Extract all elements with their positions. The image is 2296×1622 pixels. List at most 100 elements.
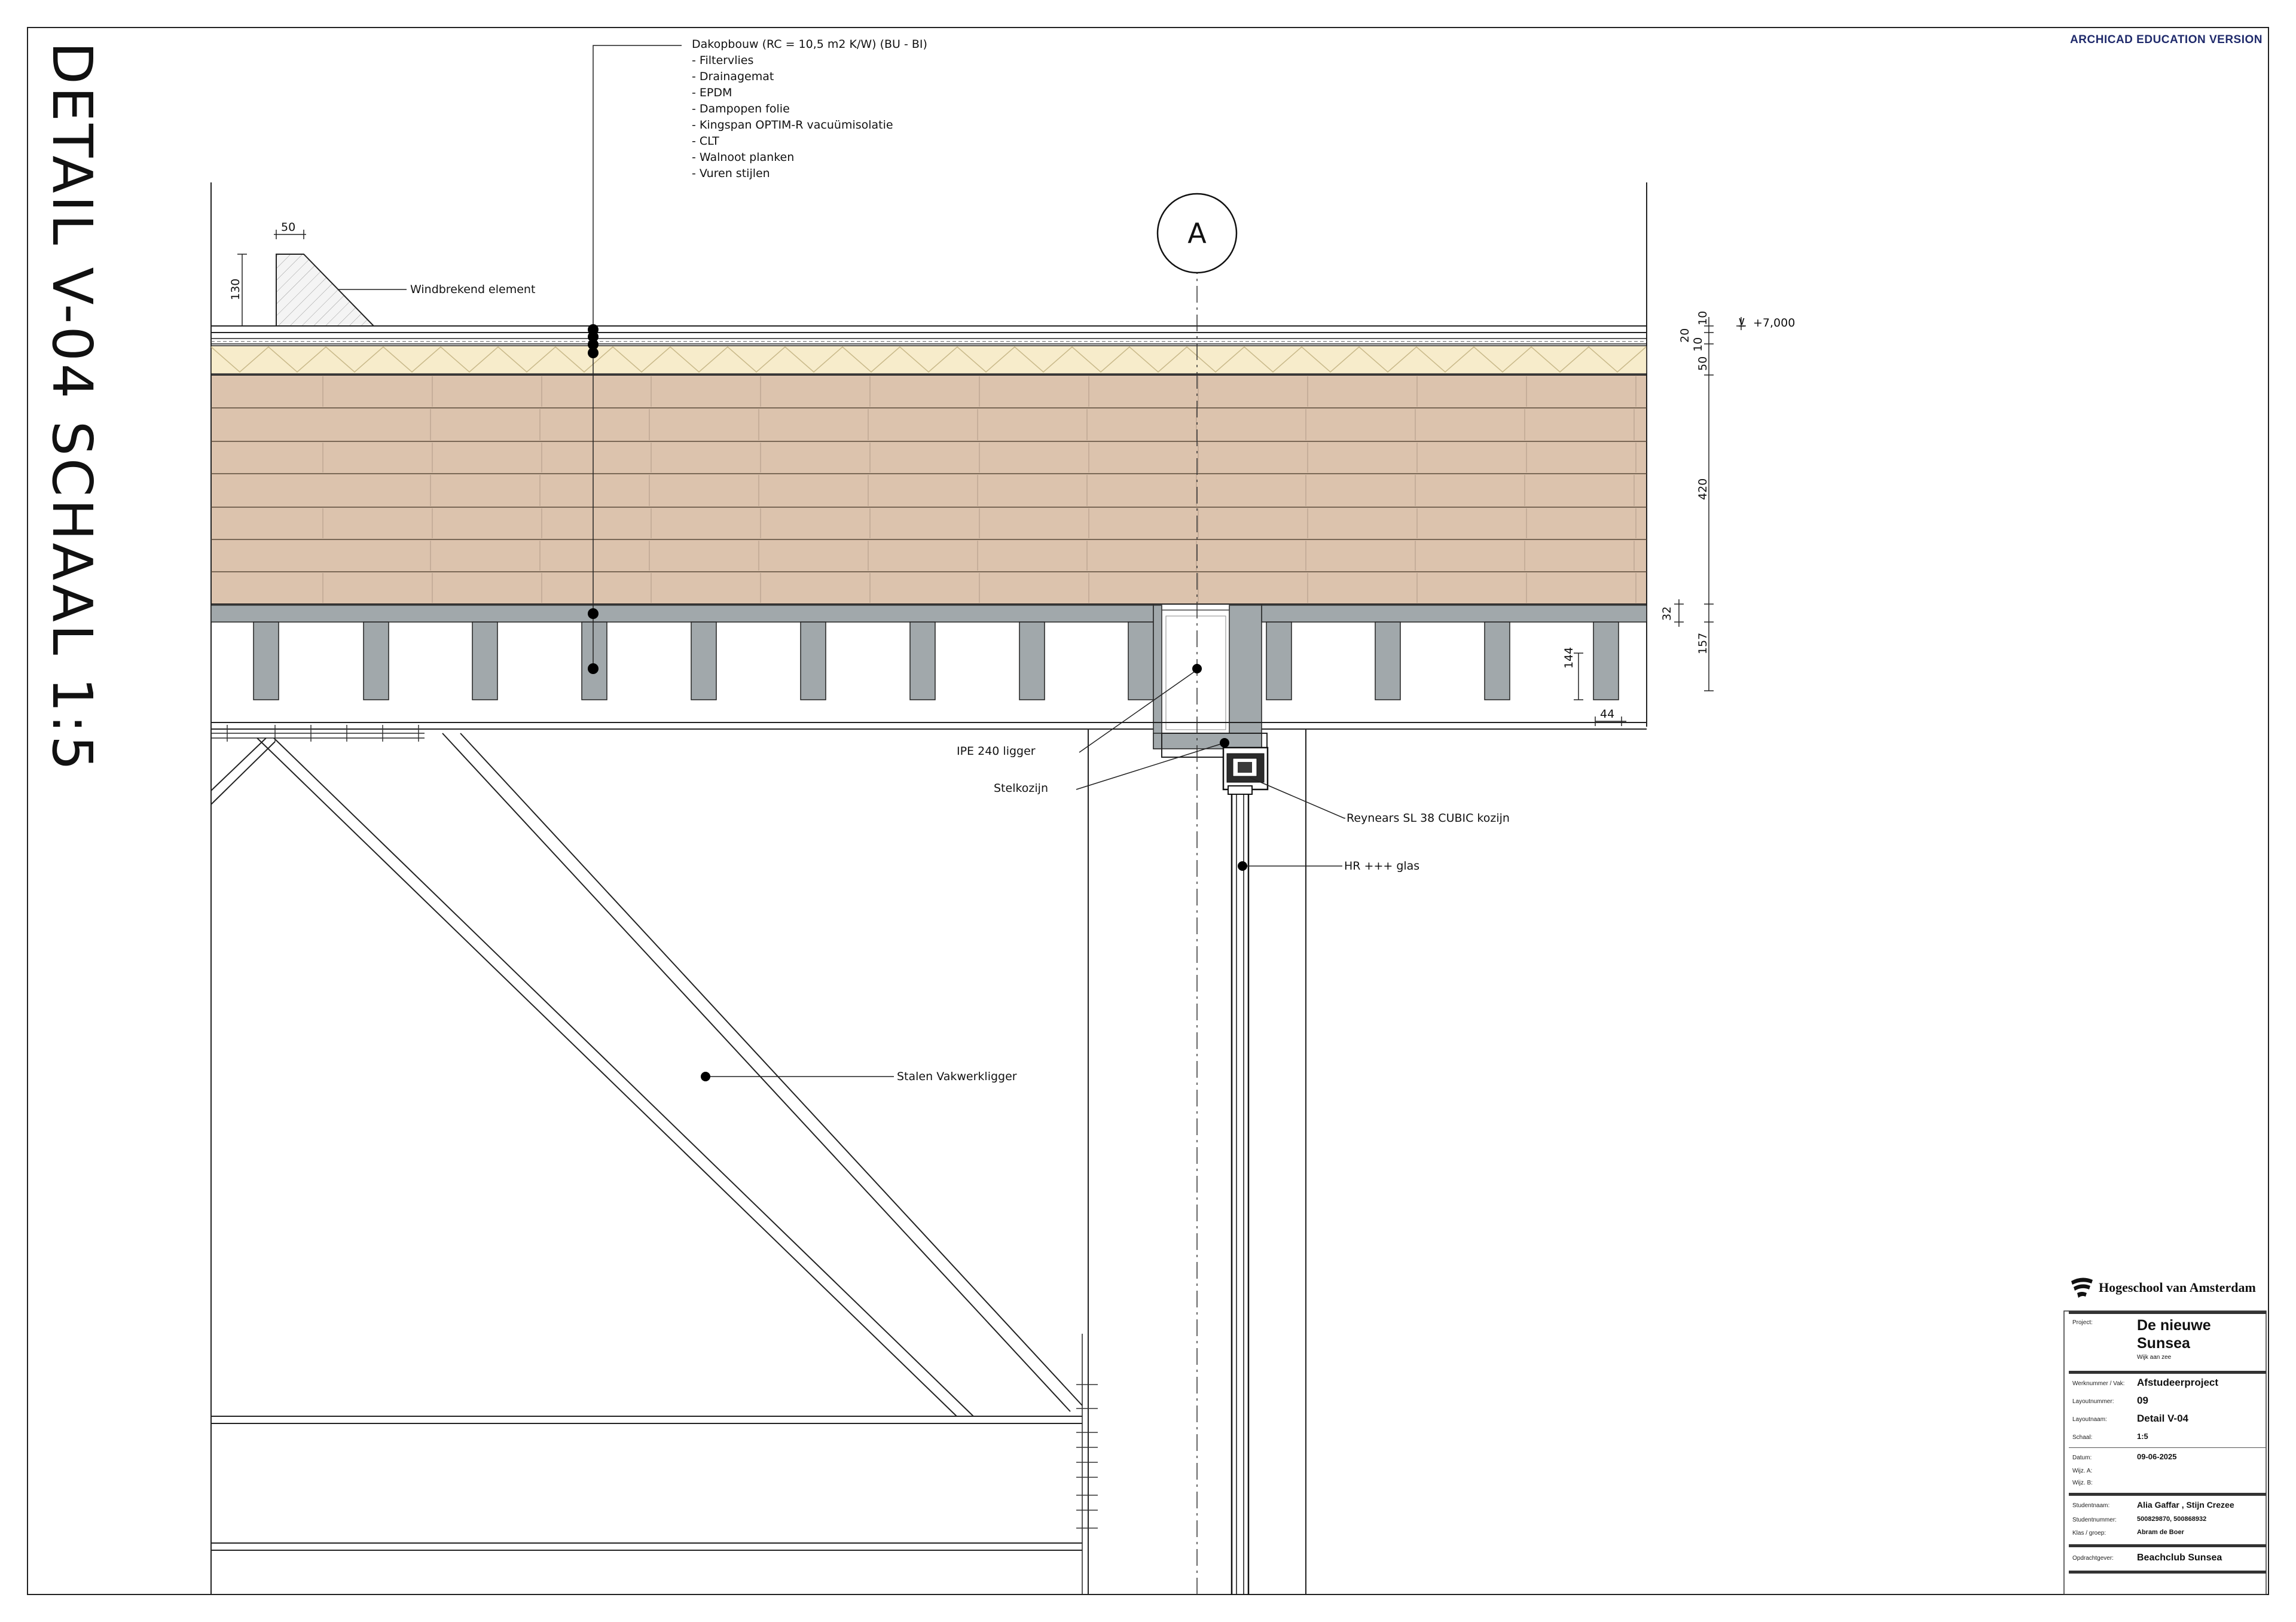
layoutnummer-label: Layoutnummer: xyxy=(2072,1398,2114,1405)
sheet-title-text: DETAIL V-04 SCHAAL 1:5 xyxy=(40,42,104,773)
dim-157: 157 xyxy=(1696,633,1709,654)
tb-row-schaal: Schaal: 1:5 xyxy=(2069,1431,2266,1449)
layoutnaam-value: Detail V-04 xyxy=(2137,1413,2188,1424)
class-label: Klas / groep: xyxy=(2072,1530,2106,1536)
rev-a-label: Wijz. A: xyxy=(2072,1468,2093,1474)
roof-layer-kingspan: - Kingspan OPTIM-R vacuümisolatie xyxy=(692,118,893,132)
institution-logo: Hogeschool van Amsterdam xyxy=(2069,1272,2266,1307)
roof-layer-filtervlies: - Filtervlies xyxy=(692,54,753,67)
student-value: Alia Gaffar , Stijn Crezee xyxy=(2137,1500,2234,1510)
tb-rule-bottom xyxy=(2069,1571,2266,1574)
stud-1 xyxy=(253,621,279,700)
tb-row-rev-a: Wijz. A: xyxy=(2069,1465,2266,1477)
werknummer-value: Afstudeerproject xyxy=(2137,1377,2219,1388)
stud-12 xyxy=(1484,621,1510,700)
roof-layer-walnoot: - Walnoot planken xyxy=(692,151,794,164)
roof-layer-vuren: - Vuren stijlen xyxy=(692,167,770,180)
tb-rule-client xyxy=(2069,1544,2266,1547)
rev-b-label: Wijz. B: xyxy=(2072,1480,2093,1486)
roof-layer-dampopen-folie: - Dampopen folie xyxy=(692,102,790,115)
number-label: Studentnummer: xyxy=(2072,1517,2117,1523)
project-name-line2: Sunsea xyxy=(2137,1335,2190,1352)
stud-3 xyxy=(472,621,498,700)
tb-row-rev-b: Wijz. B: xyxy=(2069,1477,2266,1489)
dim-wind-height: 130 xyxy=(229,279,242,300)
project-location: Wijk aan zee xyxy=(2137,1354,2172,1361)
stud-8 xyxy=(1019,621,1045,700)
tb-row-student: Studentnaam: Alia Gaffar , Stijn Crezee xyxy=(2069,1499,2266,1514)
level-marker: ⊻ xyxy=(1738,316,1746,330)
label-glass: HR +++ glas xyxy=(1344,859,1419,873)
glazing xyxy=(1231,794,1250,1594)
client-label: Opdrachtgever: xyxy=(2072,1555,2114,1562)
roof-layer-epdm: - EPDM xyxy=(692,86,732,99)
sheet-frame xyxy=(27,27,2269,1595)
grid-bubble-a xyxy=(1156,193,1238,274)
roof-buildup-notes: Dakopbouw (RC = 10,5 m2 K/W) (BU - BI) -… xyxy=(692,38,927,180)
date-label: Datum: xyxy=(2072,1455,2092,1461)
roof-layer-clt: - CLT xyxy=(692,135,719,148)
schaal-value: 1:5 xyxy=(2137,1432,2148,1441)
dim-wind-width: 50 xyxy=(281,221,295,234)
label-windbreak: Windbrekend element xyxy=(410,283,535,296)
dim-10b: 10 xyxy=(1692,337,1705,352)
tb-rule-date xyxy=(2069,1447,2266,1448)
schaal-label: Schaal: xyxy=(2072,1434,2093,1441)
label-reynaers-frame: Reynears SL 38 CUBIC kozijn xyxy=(1347,812,1510,825)
grid-marker-a: A xyxy=(1187,217,1207,249)
dim-10: 10 xyxy=(1696,311,1709,325)
title-block: Hogeschool van Amsterdam Project: De nie… xyxy=(2064,1267,2266,1599)
hva-logo-icon xyxy=(2071,1278,2093,1298)
label-ipe-beam: IPE 240 ligger xyxy=(957,745,1036,758)
dim-32: 32 xyxy=(1660,606,1674,621)
ipe-beam-section xyxy=(1153,605,1268,758)
stud-10 xyxy=(1266,621,1292,700)
tb-row-layoutnaam: Layoutnaam: Detail V-04 xyxy=(2069,1413,2266,1431)
window-frame xyxy=(1222,746,1269,795)
roof-layer-drainagemat: - Drainagemat xyxy=(692,70,774,83)
student-label: Studentnaam: xyxy=(2072,1502,2110,1509)
tb-project: Project: De nieuwe Sunsea Wijk aan zee xyxy=(2069,1317,2266,1374)
tb-row-layoutnummer: Layoutnummer: 09 xyxy=(2069,1395,2266,1413)
dim-144: 144 xyxy=(1562,647,1576,669)
truss-bolts xyxy=(227,725,1098,1529)
tb-row-number: Studentnummer: 500829870, 500868932 xyxy=(2069,1514,2266,1528)
walnut-planks-right xyxy=(1261,605,1647,623)
dim-50: 50 xyxy=(1696,356,1709,371)
clt-panel xyxy=(210,374,1647,605)
label-truss: Stalen Vakwerkligger xyxy=(897,1070,1017,1083)
client-value: Beachclub Sunsea xyxy=(2137,1553,2222,1563)
label-stelkozijn: Stelkozijn xyxy=(994,782,1048,795)
number-value: 500829870, 500868932 xyxy=(2137,1516,2207,1523)
stud-5 xyxy=(691,621,717,700)
tb-row-client: Opdrachtgever: Beachclub Sunsea xyxy=(2069,1551,2266,1569)
layoutnummer-value: 09 xyxy=(2137,1395,2148,1406)
stud-11 xyxy=(1375,621,1401,700)
layoutnaam-label: Layoutnaam: xyxy=(2072,1416,2107,1423)
dim-windbreak xyxy=(237,230,306,327)
level-label: +7,000 xyxy=(1753,316,1795,330)
edu-version-watermark: ARCHICAD EDUCATION VERSION xyxy=(2070,33,2263,46)
roof-top-layers xyxy=(211,325,1647,344)
stud-13 xyxy=(1593,621,1619,700)
windbreak-element xyxy=(276,254,375,327)
project-name-line1: De nieuwe xyxy=(2137,1317,2211,1334)
stud-9 xyxy=(1128,621,1154,700)
dim-420: 420 xyxy=(1696,478,1709,500)
roof-buildup-heading: Dakopbouw (RC = 10,5 m2 K/W) (BU - BI) xyxy=(692,38,927,51)
werknummer-label: Werknummer / Vak: xyxy=(2072,1380,2125,1387)
stud-7 xyxy=(909,621,936,700)
spruce-studs xyxy=(253,621,1619,700)
leader-lines xyxy=(307,45,1345,1077)
truss-structure xyxy=(210,722,1647,1594)
tb-rule-project xyxy=(2069,1371,2266,1374)
stud-6 xyxy=(800,621,826,700)
tb-row-date: Datum: 09-06-2025 xyxy=(2069,1451,2266,1465)
institution-name: Hogeschool van Amsterdam xyxy=(2099,1280,2256,1295)
date-value: 09-06-2025 xyxy=(2137,1452,2177,1461)
project-label: Project: xyxy=(2072,1319,2093,1326)
stud-4 xyxy=(581,621,607,700)
tb-row-class: Klas / groep: Abram de Boer xyxy=(2069,1528,2266,1541)
tb-row-werknummer: Werknummer / Vak: Afstudeerproject xyxy=(2069,1377,2266,1395)
